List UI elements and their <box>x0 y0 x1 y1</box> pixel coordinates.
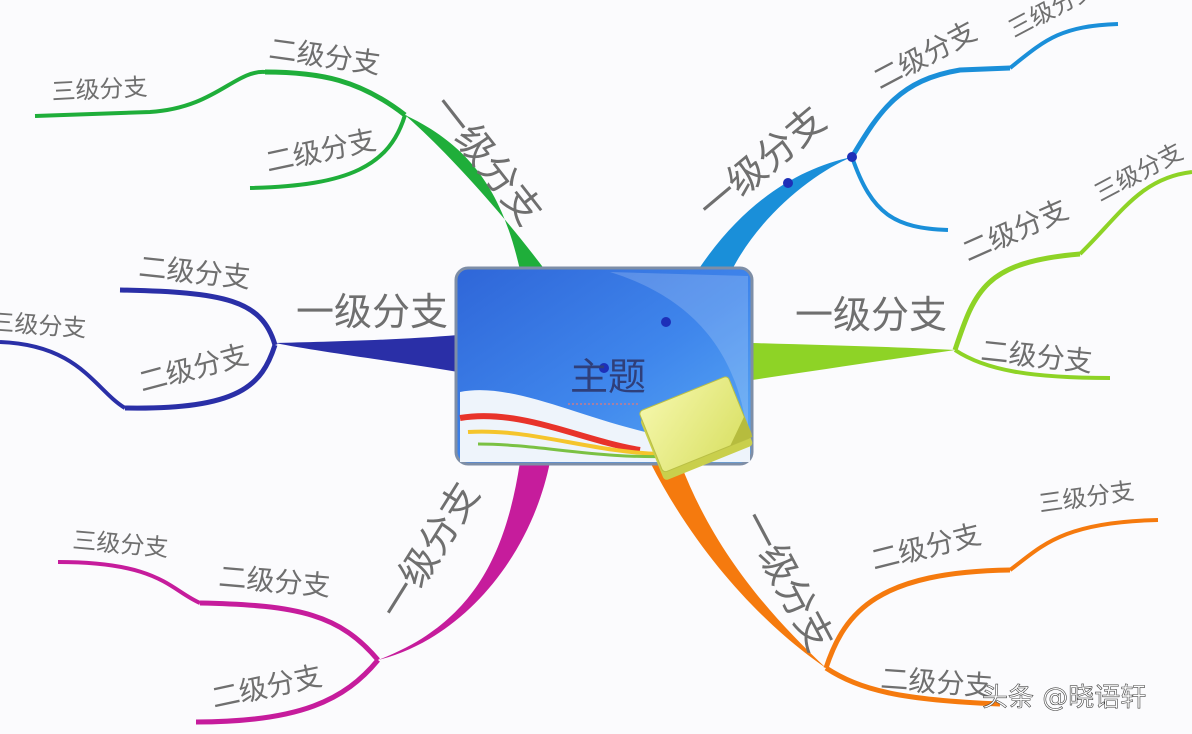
central-topic-swoosh-red <box>459 413 641 453</box>
branch-bottom-left[interactable]: 一级分支 二级分支 三级分支 二级分支 <box>57 462 550 725</box>
branch-bottom-right-sub2-label[interactable]: 二级分支 <box>880 662 994 703</box>
branch-left-sub2-line <box>124 344 278 411</box>
central-topic-swoosh-green <box>477 442 681 459</box>
branch-bottom-left-sub1-child-line <box>57 560 201 605</box>
branch-top-left-sub1-line <box>264 69 407 117</box>
branch-right-sub1-line <box>952 251 1081 351</box>
branch-top-right-sub1-label[interactable]: 二级分支 <box>868 14 982 96</box>
branch-right-sub2-line <box>953 348 1111 380</box>
branch-left-sub2-label[interactable]: 二级分支 <box>135 338 252 399</box>
branch-top-left-label[interactable]: 一级分支 <box>423 86 551 233</box>
branch-bottom-right-sub1-line <box>823 567 1011 669</box>
branch-right-sub1-child-line <box>1078 170 1192 256</box>
branch-bottom-left-sub1-label[interactable]: 二级分支 <box>217 560 331 603</box>
branch-bottom-left-sub2-line <box>195 658 380 725</box>
branch-bottom-right-sub2-line <box>824 665 1001 707</box>
branch-left-sub1-line <box>119 287 278 346</box>
branch-right-connector <box>752 343 955 380</box>
branch-top-right-sub1-child-line <box>1008 22 1119 70</box>
branch-top-right-sub1-line <box>849 65 1011 159</box>
sticky-note-icon[interactable] <box>637 376 756 481</box>
branch-left-sub2-child-label[interactable]: 三级分支 <box>0 308 87 343</box>
branch-bottom-left-sub1-child-label[interactable]: 三级分支 <box>71 526 169 562</box>
branch-bottom-right-sub1-child-label[interactable]: 三级分支 <box>1037 477 1136 518</box>
branch-top-left-connector <box>405 115 545 270</box>
branch-left-sub2-child-line <box>0 340 127 410</box>
central-topic-dot-upper <box>661 317 671 327</box>
central-topic-swoosh-yellow <box>467 429 661 456</box>
branch-top-right-sub2-line <box>850 156 949 232</box>
branch-bottom-right-sub1-child-line <box>1008 518 1159 572</box>
branch-top-left[interactable]: 一级分支 二级分支 三级分支 二级分支 <box>34 32 551 270</box>
branch-left-connector <box>275 335 458 372</box>
branch-bottom-right-sub1-label[interactable]: 二级分支 <box>868 518 985 577</box>
watermark-text: 头条 @晓语轩 <box>982 683 1146 713</box>
branch-left-label[interactable]: 一级分支 <box>296 290 448 334</box>
central-topic-dot-title <box>599 363 609 373</box>
branch-bottom-right-connector <box>650 462 826 668</box>
branch-top-left-sub2-line <box>249 114 407 190</box>
central-topic-title[interactable]: 主题 <box>570 355 646 399</box>
branch-top-right-connector <box>698 157 852 270</box>
central-topic-gloss <box>610 272 748 440</box>
branch-bottom-left-sub1-line <box>199 600 380 662</box>
branch-top-left-sub1-child-label[interactable]: 三级分支 <box>51 73 148 106</box>
branch-top-left-sub1-child-line <box>34 69 266 118</box>
branch-top-right-node-dot <box>847 152 857 162</box>
branch-right-sub2-label[interactable]: 二级分支 <box>979 334 1094 379</box>
branch-right-label[interactable]: 一级分支 <box>795 293 947 337</box>
branch-bottom-right[interactable]: 一级分支 二级分支 三级分支 二级分支 <box>650 462 1159 707</box>
branch-bottom-left-connector <box>378 462 550 660</box>
branch-left-sub1-label[interactable]: 二级分支 <box>137 250 252 295</box>
branch-top-right-mid-dot <box>783 178 793 188</box>
branch-left[interactable]: 一级分支 二级分支 二级分支 三级分支 <box>0 250 458 411</box>
